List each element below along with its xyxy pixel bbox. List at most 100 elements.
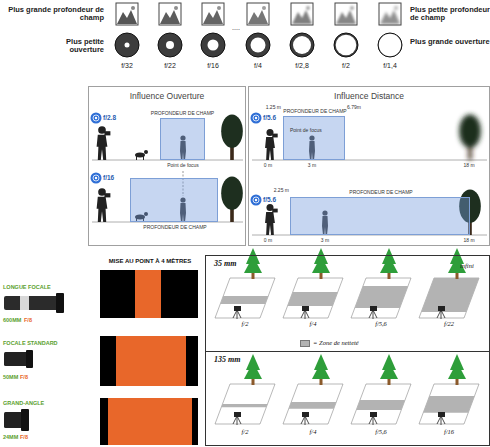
node-text: 135 mm bbox=[214, 356, 274, 365]
scene bbox=[419, 354, 479, 425]
label: 1.25 m bbox=[256, 105, 281, 111]
scenes-135mm bbox=[215, 354, 479, 425]
focal-panel: 35 mm bbox=[205, 255, 490, 352]
label: f/2.8 bbox=[103, 114, 133, 121]
legend-text: = Zone de netteté bbox=[313, 339, 403, 346]
aperture-scenes bbox=[91, 113, 244, 223]
tree bbox=[221, 176, 243, 222]
label: LONGUE FOCALE bbox=[3, 284, 93, 290]
label: F/8 bbox=[20, 434, 40, 440]
aperture-hole bbox=[336, 35, 357, 56]
sharp-zone bbox=[108, 398, 192, 445]
icon-frame bbox=[116, 3, 138, 25]
aperture-badge bbox=[91, 113, 102, 124]
icon-frame bbox=[335, 3, 357, 25]
label: f/32 bbox=[112, 62, 142, 70]
scenes-35mm bbox=[215, 248, 479, 319]
scene bbox=[215, 354, 275, 425]
icon-frame bbox=[159, 3, 181, 25]
mountain-icon bbox=[160, 6, 180, 24]
sharp-zone bbox=[116, 336, 186, 386]
telephoto-lens bbox=[4, 293, 64, 313]
icon-frame bbox=[202, 3, 224, 25]
blurred-tree bbox=[459, 114, 481, 160]
sharpness-bar bbox=[100, 398, 198, 445]
label: 600MM bbox=[3, 317, 27, 323]
sharpness-bar bbox=[100, 336, 198, 386]
influence-panel: Influence DistancePROFONDEUR DE CHAMPPRO… bbox=[248, 86, 490, 246]
label: f/1,4 bbox=[375, 62, 405, 70]
legend-swatch bbox=[300, 340, 310, 347]
aperture-ring bbox=[201, 33, 225, 57]
node-text: 35 mm bbox=[214, 260, 274, 269]
label: MISE AU POINT À 4 MÈTRES bbox=[98, 258, 202, 265]
label: f/4 bbox=[298, 428, 328, 435]
depth-of-field-zone: PROFONDEUR DE CHAMP bbox=[283, 116, 345, 160]
distance-scenes bbox=[251, 113, 488, 236]
aperture-ring bbox=[290, 33, 314, 57]
aperture-ring bbox=[246, 33, 270, 57]
photographer bbox=[97, 188, 111, 222]
label: Plus grande profondeur de champ bbox=[4, 6, 104, 23]
label: Plus petite profondeur de champ bbox=[410, 6, 490, 23]
photographer bbox=[265, 204, 278, 235]
label: Plus petite ouverture bbox=[40, 38, 104, 55]
tree bbox=[221, 114, 243, 160]
dog bbox=[135, 150, 148, 160]
label: GRAND-ANGLE bbox=[3, 400, 93, 406]
label: 18 m bbox=[458, 163, 480, 169]
mountain-icon bbox=[117, 6, 137, 24]
photographer bbox=[97, 126, 111, 160]
label: f/5,6 bbox=[366, 320, 396, 327]
label: 3 m bbox=[302, 163, 322, 169]
label: F/8 bbox=[24, 317, 44, 323]
node-text: Influence Ouverture bbox=[89, 92, 245, 101]
aperture-badge bbox=[91, 173, 102, 184]
node-text: PROFONDEUR DE CHAMP bbox=[140, 111, 225, 117]
node-text: PROFONDEUR DE CHAMP bbox=[274, 109, 356, 115]
label: infini bbox=[460, 262, 488, 269]
label: F/8 bbox=[20, 374, 40, 380]
label: Point de focus bbox=[290, 128, 335, 134]
node-text: PROFONDEUR DE CHAMP bbox=[131, 225, 219, 231]
aperture-badge bbox=[251, 195, 262, 206]
icon-frame bbox=[247, 3, 269, 25]
label: Point de focus bbox=[158, 163, 208, 169]
mountain-icon bbox=[203, 6, 223, 24]
label: f/2,8 bbox=[287, 62, 317, 70]
aperture-hole bbox=[379, 34, 401, 56]
label: f/4 bbox=[243, 62, 273, 70]
label: Plus grande ouverture bbox=[410, 38, 490, 46]
mountain-icon bbox=[292, 6, 312, 24]
label: f/5.6 bbox=[263, 114, 293, 121]
label: 18 m bbox=[458, 238, 480, 244]
label: f/2 bbox=[230, 320, 260, 327]
mountain-icon bbox=[248, 6, 268, 24]
label: 3 m bbox=[315, 238, 335, 244]
aperture-ring bbox=[378, 33, 402, 57]
depth-of-field-zone: PROFONDEUR DE CHAMP bbox=[130, 178, 218, 222]
scene bbox=[215, 248, 275, 319]
label: f/2 bbox=[331, 62, 361, 70]
wide-angle-lens bbox=[4, 409, 29, 431]
scene bbox=[283, 248, 343, 319]
label: FOCALE STANDARD bbox=[3, 340, 98, 346]
aperture-ring bbox=[334, 33, 358, 57]
scene bbox=[419, 248, 479, 319]
aperture-hole bbox=[293, 36, 311, 54]
sharp-zone bbox=[135, 270, 161, 318]
label: 0 m bbox=[258, 238, 278, 244]
aperture-ring bbox=[158, 33, 182, 57]
sharpness-bar bbox=[100, 270, 198, 318]
aperture-icons bbox=[115, 33, 402, 57]
label: 2.25 m bbox=[262, 188, 289, 194]
label: f/5.6 bbox=[263, 196, 293, 203]
standard-lens bbox=[4, 350, 33, 368]
label: f/4 bbox=[298, 320, 328, 327]
label: .... bbox=[221, 24, 251, 32]
depth-of-field-zone: PROFONDEUR DE CHAMP bbox=[290, 197, 470, 235]
aperture-hole bbox=[166, 41, 174, 49]
label: 6.79m bbox=[347, 105, 372, 111]
focal-comparison bbox=[4, 270, 198, 445]
